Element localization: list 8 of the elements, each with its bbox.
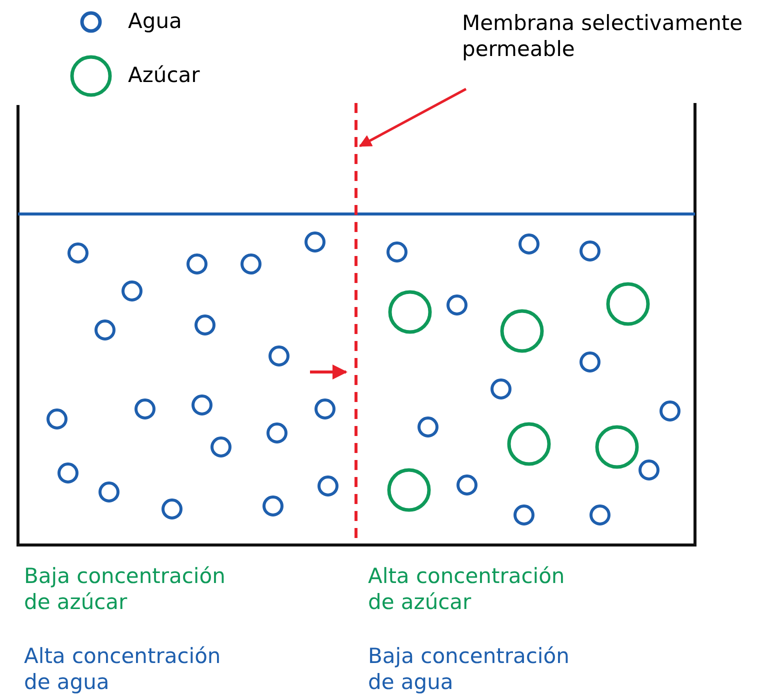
concentration-label: Baja concentración de agua	[368, 643, 570, 695]
concentration-label: Alta concentración de azúcar	[368, 563, 566, 615]
membrane-label: Membrana selectivamente permeable	[462, 10, 772, 62]
legend-label: Azúcar	[128, 62, 200, 88]
leader-arrow	[358, 88, 467, 148]
concentration-label: Alta concentración de agua	[24, 643, 222, 695]
legend-label: Agua	[128, 8, 182, 34]
concentration-label: Baja concentración de azúcar	[24, 563, 226, 615]
